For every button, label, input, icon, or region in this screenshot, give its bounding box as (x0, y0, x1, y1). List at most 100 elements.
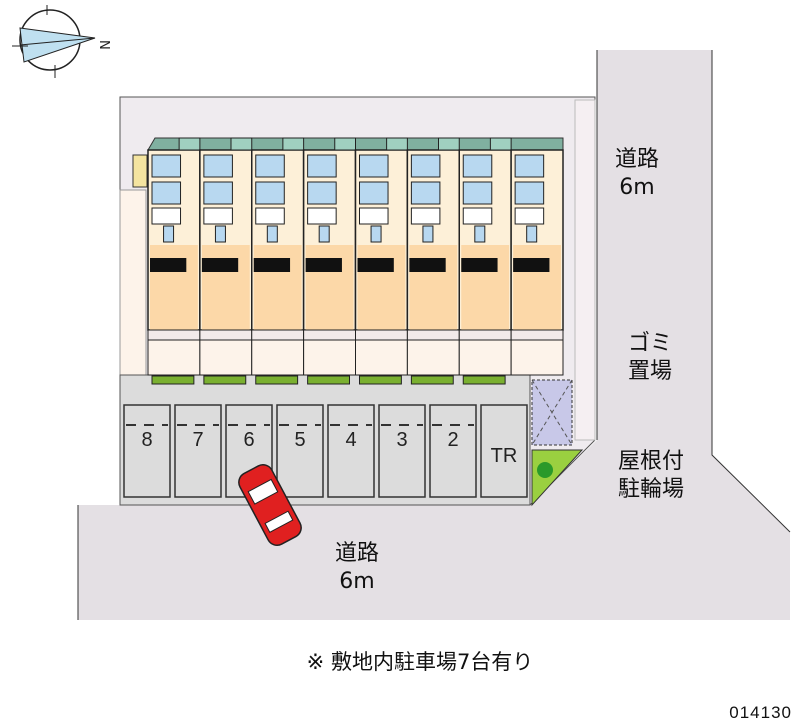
bath (462, 181, 493, 205)
washbasin (214, 225, 226, 243)
planter (255, 375, 299, 385)
parking-slot-7: 7 (174, 404, 222, 498)
balcony (199, 329, 253, 341)
entrance-canopy (178, 137, 201, 151)
kitchen-counter (357, 258, 394, 272)
bicycle-parking-label: 屋根付 駐輪場 (618, 449, 685, 502)
washbasin (370, 225, 382, 243)
apartment-unit (458, 137, 512, 385)
entrance-canopy (334, 137, 356, 151)
balcony (458, 329, 512, 341)
planter (307, 375, 350, 385)
planter (410, 375, 454, 385)
stairs (514, 207, 545, 225)
balcony (510, 329, 564, 341)
toilet (514, 154, 545, 178)
kitchen-counter (201, 258, 239, 272)
apartment-units (147, 137, 564, 385)
washbasin (526, 225, 538, 243)
patio (303, 339, 356, 376)
parking-slot-label: 3 (396, 429, 407, 451)
entrance-canopy (282, 137, 305, 151)
kitchen-counter (305, 258, 342, 272)
bath (307, 181, 337, 205)
toilet (410, 154, 441, 178)
tree-icon (537, 462, 553, 478)
road-south-label: 道路 6m (335, 541, 380, 594)
bath (514, 181, 545, 205)
bath (203, 181, 233, 205)
bath (255, 181, 285, 205)
balcony (147, 329, 201, 341)
washbasin (266, 225, 278, 243)
balcony (406, 329, 460, 341)
entrance-canopy (438, 137, 460, 151)
parking-slot-2: 2 (429, 404, 477, 498)
parking-slot-label: 8 (141, 429, 152, 451)
kitchen-counter (461, 258, 498, 272)
compass-north-label: N (96, 40, 111, 50)
patio (458, 339, 512, 376)
balcony (251, 329, 305, 341)
entrance-canopy (489, 137, 512, 151)
balcony (303, 329, 356, 341)
stairs (255, 207, 285, 225)
apartment-unit (406, 137, 460, 385)
apartment-unit (147, 137, 201, 385)
parking-slot-label: 7 (192, 429, 203, 451)
toilet (307, 154, 337, 178)
compass-icon (12, 5, 96, 78)
apartment-unit (251, 137, 305, 385)
road-edge (711, 50, 791, 533)
parking-slot-4: 4 (327, 404, 375, 498)
toilet (462, 154, 493, 178)
apartment-unit (510, 149, 564, 376)
patio (199, 339, 253, 376)
kitchen-counter (253, 258, 291, 272)
patio (406, 339, 460, 376)
patio (147, 339, 201, 376)
planter (359, 375, 402, 385)
parking-slot-label: 2 (447, 429, 458, 451)
garbage-area-label: ゴミ 置場 (628, 331, 673, 384)
entrance-canopy (230, 137, 253, 151)
stairs (151, 207, 182, 225)
property-code: 014130 (729, 703, 792, 722)
parking-footnote: ※ 敷地内駐車場7台有り (306, 650, 534, 674)
parking-slot-8: 8 (123, 404, 171, 498)
kitchen-counter (150, 258, 187, 272)
washbasin (422, 225, 434, 243)
patio (251, 339, 305, 376)
car-icon (238, 464, 302, 546)
stairs (203, 207, 233, 225)
road-area (78, 50, 790, 620)
stairs (359, 207, 389, 225)
lot-inner-strip (574, 99, 596, 441)
balcony (355, 329, 408, 341)
toilet (151, 154, 182, 178)
parking-slot-label: 5 (294, 429, 305, 451)
parking-slot-label: 6 (243, 429, 254, 451)
washbasin (163, 225, 175, 243)
planter (203, 375, 247, 385)
toilet (255, 154, 285, 178)
toilet (359, 154, 389, 178)
garbage-mark (531, 379, 573, 446)
washbasin (318, 225, 330, 243)
stairs (307, 207, 337, 225)
road-east-label: 道路 6m (615, 147, 660, 200)
parking-slot-5: 5 (276, 404, 324, 498)
apartment-unit (302, 137, 357, 385)
bath (410, 181, 441, 205)
planter (151, 375, 195, 385)
parking-slot-tr: TR (480, 404, 528, 498)
parking-slot-label: TR (491, 445, 518, 467)
kitchen-counter (409, 258, 446, 272)
bath (359, 181, 389, 205)
washbasin (474, 225, 486, 243)
kitchen-counter (513, 258, 550, 272)
meter-box (132, 154, 148, 188)
patio (510, 339, 564, 376)
